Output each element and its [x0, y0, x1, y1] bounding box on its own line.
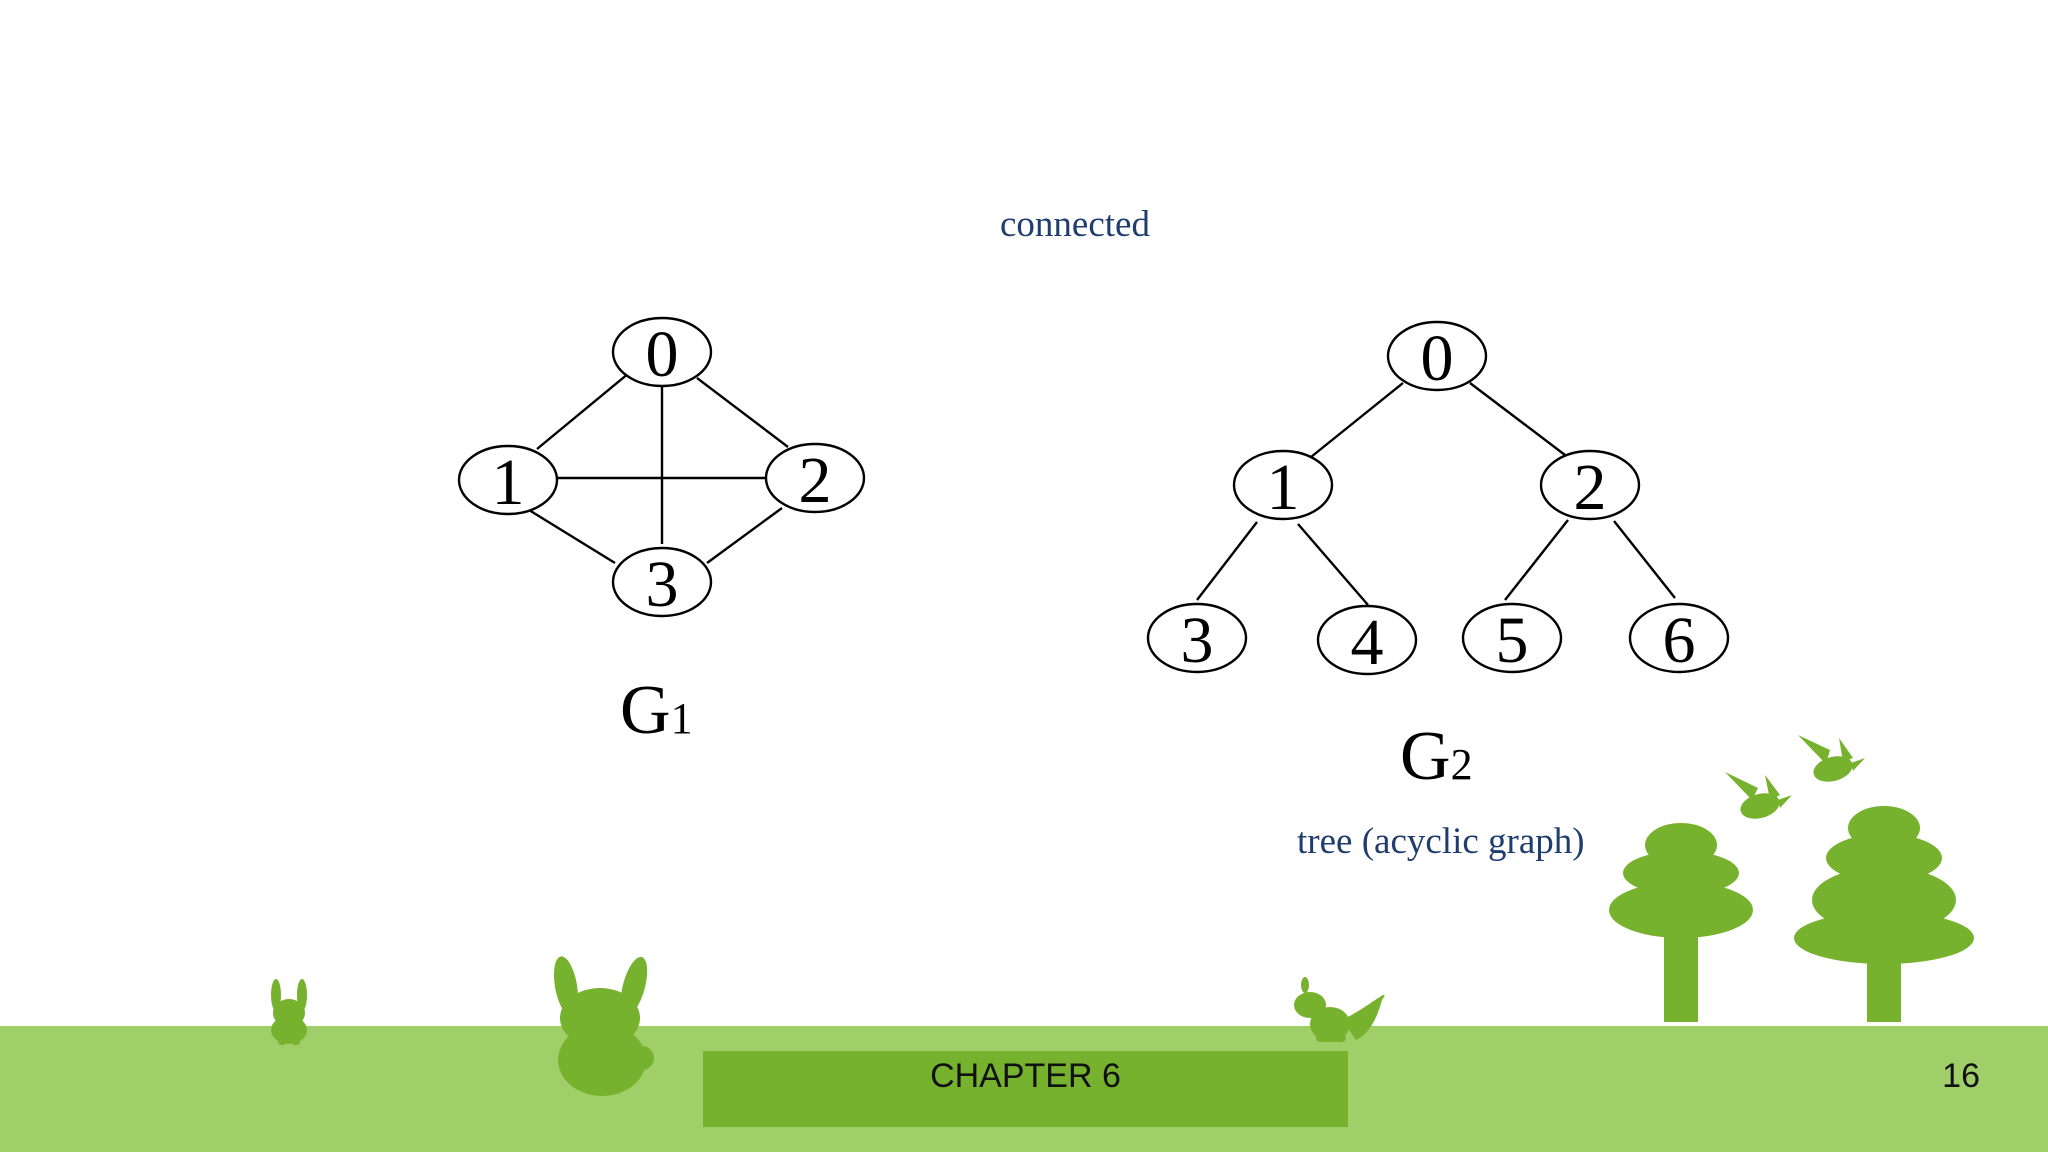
chapter-box — [703, 1051, 1348, 1127]
g1-node-label-0: 0 — [646, 318, 679, 391]
g2-label-main: G — [1400, 718, 1451, 795]
g2-label-sub: 2 — [1451, 740, 1473, 789]
g2-node-label-5: 5 — [1496, 604, 1529, 677]
caption-connected: connected — [1000, 204, 1150, 245]
g2-node-label-2: 2 — [1574, 451, 1607, 524]
g2-node-0 — [1386, 320, 1488, 392]
g1-edge-2-3 — [706, 507, 783, 564]
g1-label-sub: 1 — [671, 694, 693, 743]
g1-label: G1 — [620, 672, 693, 749]
g2-node-label-0: 0 — [1421, 322, 1454, 395]
chapter-label: CHAPTER 6 — [930, 1057, 1121, 1095]
g1-node-label-2: 2 — [799, 444, 832, 517]
g1-node-2 — [764, 442, 866, 514]
g2-node-label-4: 4 — [1351, 606, 1384, 679]
g1-node-0 — [611, 316, 713, 388]
g1-edge-0-1 — [536, 372, 630, 450]
g1-node-label-1: 1 — [492, 446, 525, 519]
g2-node-label-1: 1 — [1267, 451, 1300, 524]
g2-edge-0-2 — [1469, 382, 1566, 456]
g1-node-label-3: 3 — [646, 548, 679, 621]
g1-edge-1-3 — [528, 508, 616, 565]
g1-node-3 — [611, 546, 713, 618]
g2-node-1 — [1232, 449, 1334, 521]
g2-node-2 — [1539, 449, 1641, 521]
g2-node-label-6: 6 — [1663, 604, 1696, 677]
g2-edge-2-6 — [1613, 520, 1676, 599]
g1-node-1 — [457, 444, 559, 516]
g2-label: G2 — [1400, 718, 1473, 795]
g2-edge-1-4 — [1297, 523, 1369, 606]
g2-edge-2-5 — [1504, 519, 1569, 601]
g2-edge-1-3 — [1196, 521, 1258, 601]
g2-node-label-3: 3 — [1181, 604, 1214, 677]
g2-node-6 — [1628, 602, 1730, 674]
g2-node-3 — [1146, 602, 1248, 674]
g1-label-main: G — [620, 672, 671, 749]
g2-edge-0-1 — [1310, 382, 1404, 458]
page-number: 16 — [1942, 1057, 1980, 1095]
g2-node-4 — [1316, 604, 1418, 676]
g2-node-5 — [1461, 602, 1563, 674]
caption-tree: tree (acyclic graph) — [1297, 821, 1585, 862]
g1-edge-0-2 — [696, 377, 789, 448]
